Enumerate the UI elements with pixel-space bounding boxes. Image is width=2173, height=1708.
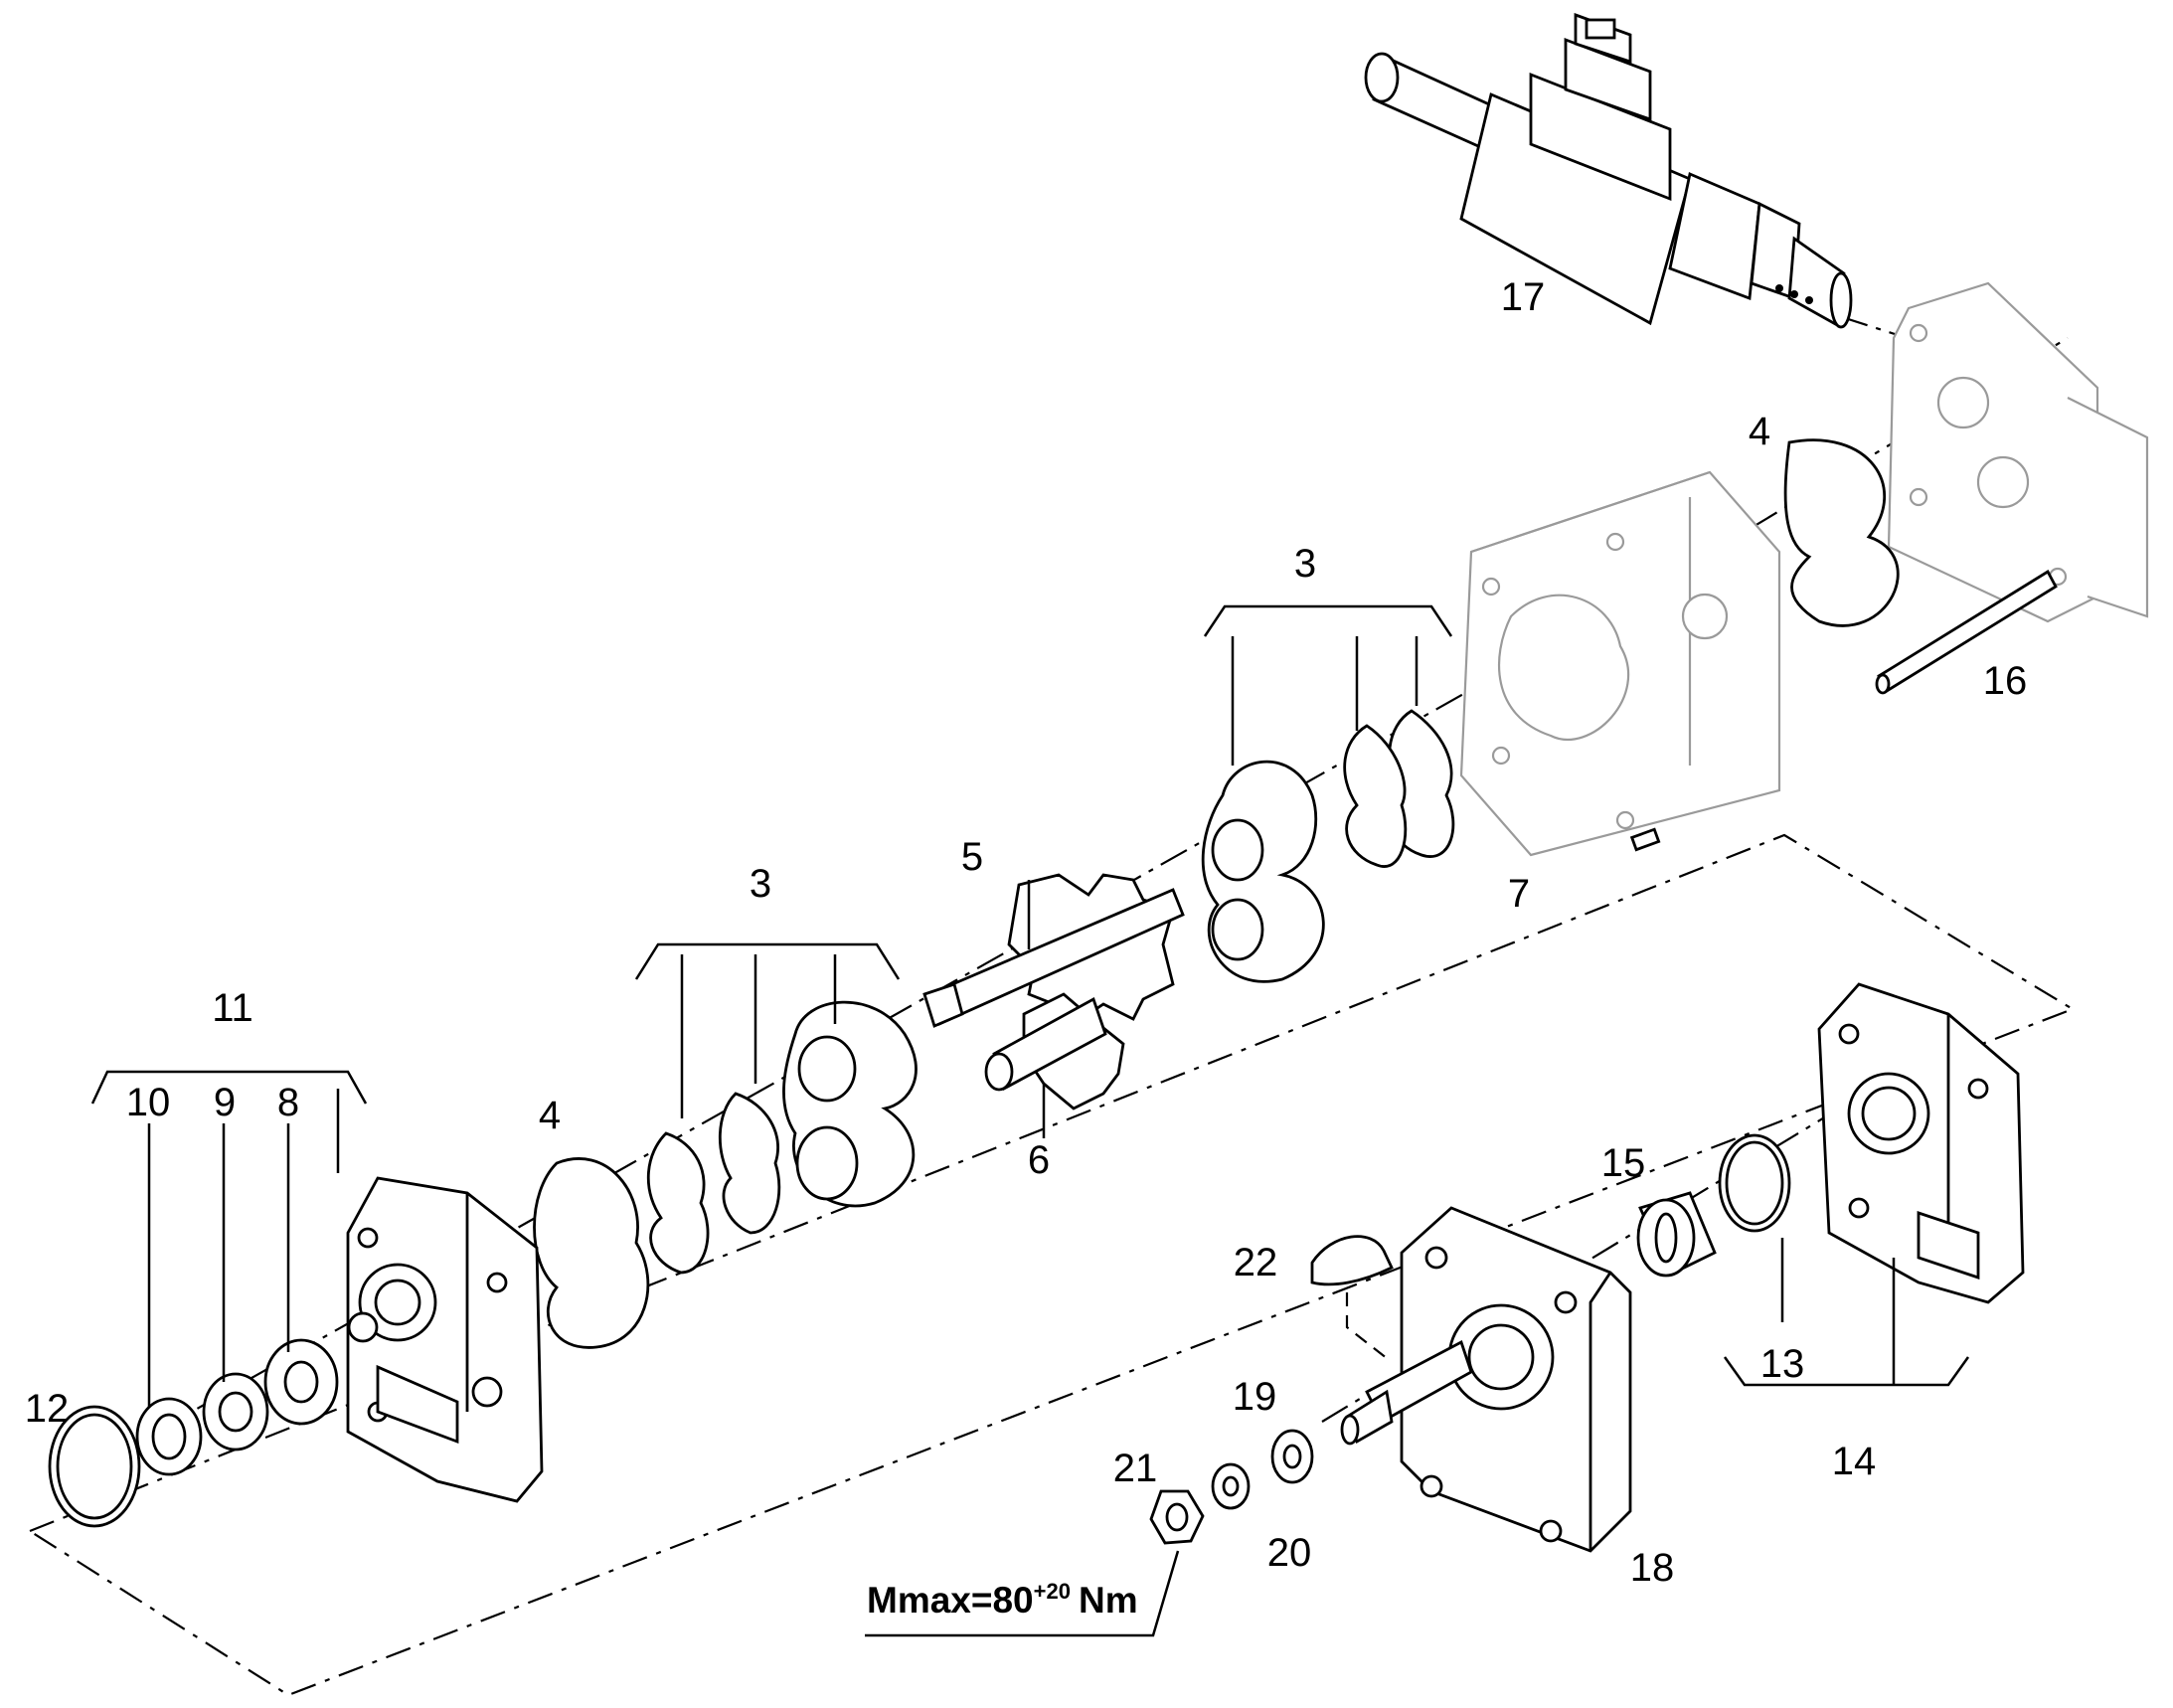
woodruff-key-part-22: [1310, 1235, 1394, 1363]
washer-part-19: [1270, 1429, 1314, 1484]
drive-gear-part-5: [922, 873, 1185, 1028]
leader-lines: [90, 604, 1970, 1637]
spring-washer-part-20: [1211, 1462, 1251, 1510]
callout-8: 8: [277, 1081, 299, 1124]
callout-7: 7: [1508, 872, 1530, 916]
callout-4-upper: 4: [1749, 410, 1770, 453]
torque-spec: Mmax=80+20 Nm: [867, 1579, 1138, 1621]
cover-plate-part-16: [1887, 281, 2149, 623]
callout-3-lower: 3: [750, 862, 771, 906]
callout-21: 21: [1113, 1447, 1158, 1490]
figure-eight-seal-upper-part-4: [1783, 438, 1900, 627]
callout-5: 5: [961, 835, 983, 879]
stud-part-16: [1875, 570, 2058, 695]
flange-part-11: [346, 1176, 544, 1503]
driven-gear-part-6: [984, 992, 1125, 1110]
callout-18: 18: [1630, 1546, 1675, 1590]
bearing-seal-set-lower-part-3: [646, 1000, 918, 1275]
callout-11: 11: [212, 986, 253, 1030]
shaft-seal-part-8: [263, 1338, 339, 1426]
callout-16: 16: [1983, 659, 2028, 703]
callout-19: 19: [1233, 1375, 1277, 1419]
callout-6: 6: [1028, 1138, 1050, 1182]
seal-part-10: [135, 1397, 203, 1476]
retaining-ring-part-12: [48, 1405, 141, 1528]
callout-9: 9: [214, 1081, 236, 1124]
callout-20: 20: [1267, 1531, 1312, 1575]
figure-eight-seal-lower-part-4: [533, 1157, 650, 1349]
washer-part-9: [202, 1372, 269, 1452]
bushing-part-15: [1636, 1191, 1717, 1278]
solenoid-valve-part-17: [1364, 13, 1853, 329]
o-ring-part-13: [1718, 1133, 1791, 1233]
callout-13: 13: [1760, 1342, 1805, 1386]
callout-12: 12: [25, 1387, 70, 1431]
pump-housing: [1459, 470, 1781, 857]
callout-22: 22: [1234, 1241, 1278, 1284]
dowel-pin-part-7: [1629, 827, 1661, 852]
callout-15: 15: [1601, 1141, 1646, 1185]
callout-10: 10: [126, 1081, 171, 1124]
torque-tolerance: +20: [1034, 1579, 1071, 1604]
torque-unit: Nm: [1079, 1580, 1138, 1621]
torque-value: Mmax=80: [867, 1580, 1034, 1621]
callout-17: 17: [1501, 275, 1546, 319]
callout-labels: 3 3 4 4 5 6 7 8 9 10 11 12 13 14 15 16 1…: [25, 275, 2028, 1590]
rear-flange-part-14: [1817, 982, 2025, 1304]
drive-flange-part-18: [1340, 1206, 1632, 1553]
bearing-seal-set-upper-part-3: [1201, 709, 1455, 983]
hex-nut-part-21: [1149, 1489, 1205, 1545]
callout-3-upper: 3: [1294, 542, 1316, 586]
callout-4-lower: 4: [539, 1094, 561, 1137]
callout-14: 14: [1832, 1440, 1877, 1483]
